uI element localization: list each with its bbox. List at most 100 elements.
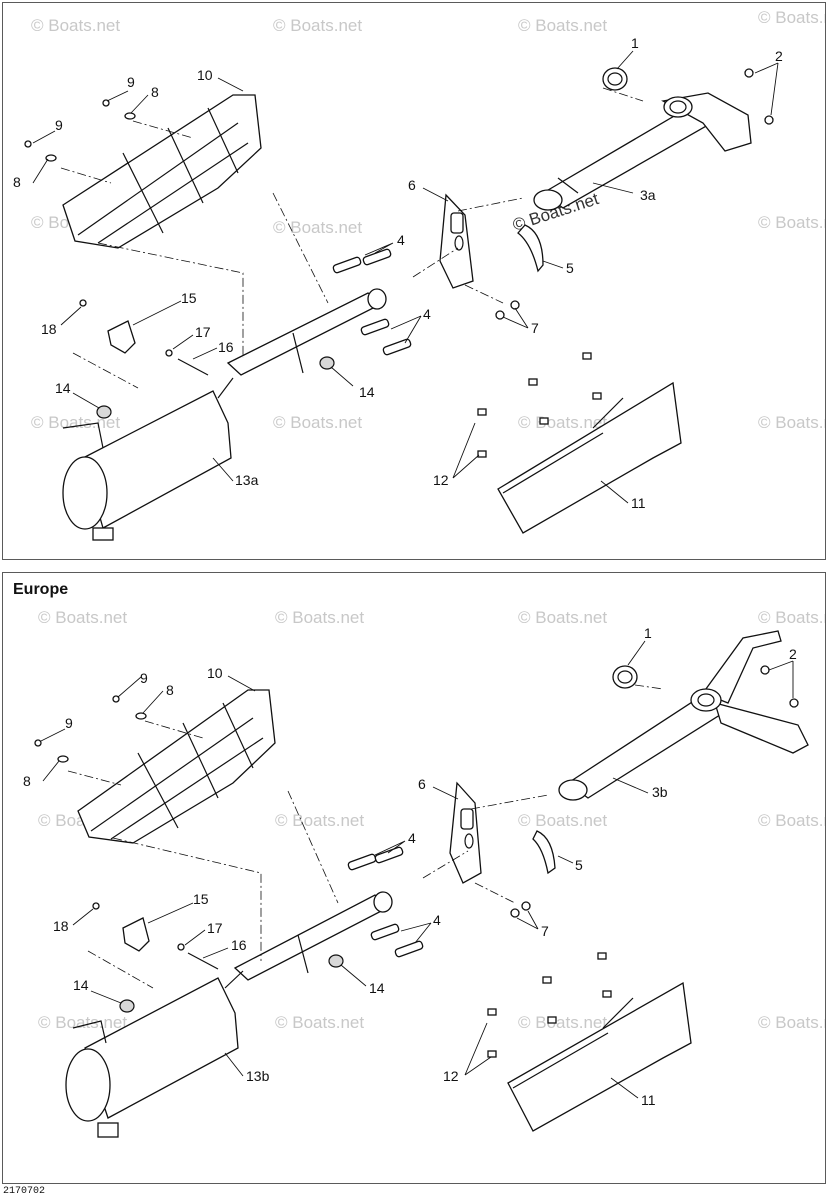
callout-1: 1 (644, 625, 652, 641)
part-13a-muffler (62, 288, 387, 541)
assembly-lines (60, 87, 644, 389)
callout-4: 4 (423, 306, 431, 322)
callout-9: 9 (140, 670, 148, 686)
watermark: © Boats.net (758, 413, 825, 432)
watermark-group: © Boats.net © Boats.net © Boats.net © Bo… (31, 8, 825, 432)
callout-8: 8 (23, 773, 31, 789)
leader-lines (32, 50, 779, 504)
part-5-hose (517, 224, 544, 273)
callout-12: 12 (443, 1068, 459, 1084)
parts-8-9-washers-screws (24, 99, 136, 162)
part-1-gasket-ring (612, 665, 638, 689)
watermark: © Boats.net (758, 811, 825, 830)
part-7-bolts (495, 300, 520, 320)
part-14-grommets (96, 356, 335, 419)
watermark: © Boats.net (273, 16, 362, 35)
parts-8-9-washers-screws (34, 695, 147, 763)
callout-1: 1 (631, 35, 639, 51)
callout-10: 10 (197, 67, 213, 83)
callout-14: 14 (73, 977, 89, 993)
part-2-nuts (744, 68, 774, 125)
part-12-clips (477, 352, 602, 458)
part-6-bracket (449, 781, 482, 884)
callout-4: 4 (433, 912, 441, 928)
callout-12: 12 (433, 472, 449, 488)
callout-14: 14 (55, 380, 71, 396)
callout-7: 7 (541, 923, 549, 939)
part-14-grommets (119, 954, 344, 1013)
callout-4: 4 (408, 830, 416, 846)
callout-13a: 13a (235, 472, 259, 488)
watermark: © Boats.net (518, 1013, 607, 1032)
callout-15: 15 (193, 891, 209, 907)
callout-13b: 13b (246, 1068, 270, 1084)
parts-15-18-mount-hardware (92, 902, 219, 970)
watermark: © Boats.net (38, 1013, 127, 1032)
callout-2: 2 (775, 48, 783, 64)
callout-16: 16 (218, 339, 234, 355)
watermark: © Boats.net (758, 8, 825, 27)
part-10-heat-shield (77, 689, 276, 844)
watermark: © Boats.net (275, 1013, 364, 1032)
watermark: © Boats.net (758, 1013, 825, 1032)
watermark: © Boats.net (38, 608, 127, 627)
callout-8: 8 (166, 682, 174, 698)
watermark: © Boats.net (758, 608, 825, 627)
watermark: © Boats.net (518, 608, 607, 627)
callout-3a: 3a (640, 187, 656, 203)
part-4-springs (332, 248, 412, 356)
assembly-lines (67, 684, 664, 989)
bottom-exploded-view-panel: Europe © Boats.net © Boats.net © Boats.n… (2, 572, 826, 1184)
watermark: © Boats.net (518, 811, 607, 830)
watermark: © Boats.net (31, 16, 120, 35)
part-10-heat-shield (62, 94, 262, 249)
callout-5: 5 (566, 260, 574, 276)
part-3b-header-pipe (558, 630, 809, 801)
callout-17: 17 (207, 920, 223, 936)
callout-labels: 1 2 3a 4 4 5 6 7 8 8 9 9 10 11 12 13a 14… (13, 35, 783, 511)
figure-id: 2170702 (3, 1186, 46, 1197)
part-4-springs (347, 846, 424, 958)
part-12-clips (487, 952, 612, 1058)
callout-6: 6 (408, 177, 416, 193)
callout-9: 9 (127, 74, 135, 90)
callout-15: 15 (181, 290, 197, 306)
bottom-diagram-svg: © Boats.net © Boats.net © Boats.net © Bo… (23, 608, 825, 1138)
callout-18: 18 (41, 321, 57, 337)
part-6-bracket (439, 193, 474, 289)
region-title: Europe (13, 581, 69, 598)
watermark: © Boats.net (275, 811, 364, 830)
part-11-lower-shield (507, 981, 692, 1132)
callout-8: 8 (151, 84, 159, 100)
watermark: © Boats.net (273, 413, 362, 432)
parts-15-18-mount-hardware (79, 299, 209, 376)
callout-6: 6 (418, 776, 426, 792)
part-13b-muffler (65, 891, 393, 1138)
watermark: © Boats.net (518, 16, 607, 35)
part-11-lower-shield (497, 381, 682, 534)
part-7-bolts (510, 901, 531, 918)
top-diagram-svg: © Boats.net © Boats.net © Boats.net © Bo… (13, 8, 825, 541)
watermark: © Boats.net (518, 413, 607, 432)
callout-17: 17 (195, 324, 211, 340)
callout-8: 8 (13, 174, 21, 190)
part-3a-header-pipe (533, 92, 752, 211)
callout-16: 16 (231, 937, 247, 953)
callout-9: 9 (65, 715, 73, 731)
watermark: © Boats.net (31, 413, 120, 432)
callout-9: 9 (55, 117, 63, 133)
callout-7: 7 (531, 320, 539, 336)
callout-5: 5 (575, 857, 583, 873)
part-1-gasket-ring (602, 67, 628, 91)
watermark: © Boats.net (275, 608, 364, 627)
callout-labels: 1 2 3b 4 4 5 6 7 8 8 9 9 10 11 12 13b 14… (23, 625, 797, 1108)
callout-11: 11 (631, 495, 646, 511)
callout-14: 14 (369, 980, 385, 996)
part-2-nuts (760, 665, 799, 708)
callout-4: 4 (397, 232, 405, 248)
top-exploded-view-panel: © Boats.net © Boats.net © Boats.net © Bo… (2, 2, 826, 560)
watermark: © Boats.net (758, 213, 825, 232)
callout-10: 10 (207, 665, 223, 681)
callout-3b: 3b (652, 784, 668, 800)
leader-lines (40, 640, 794, 1099)
